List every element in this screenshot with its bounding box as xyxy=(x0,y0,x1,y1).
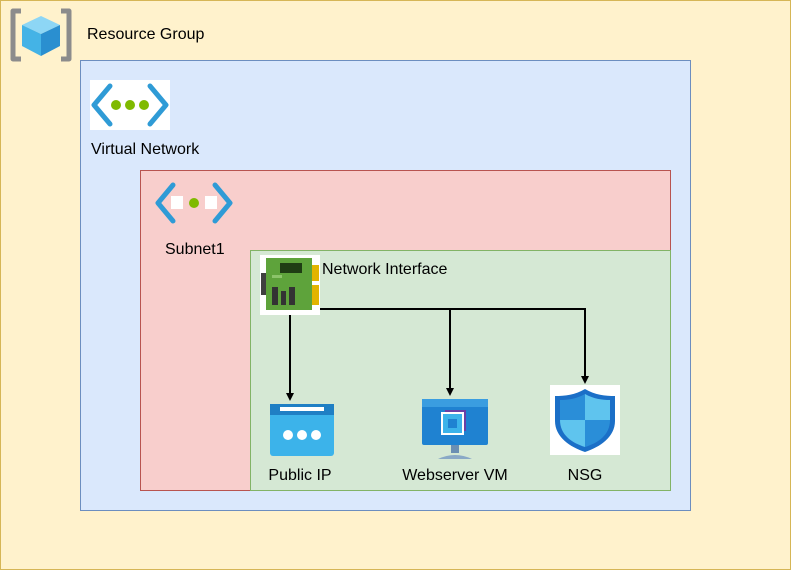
resource-group-icon xyxy=(9,8,73,62)
virtual-network-icon xyxy=(90,80,170,130)
network-interface-icon xyxy=(260,255,320,315)
network-security-group-icon xyxy=(550,385,620,455)
public-ip-label: Public IP xyxy=(268,467,332,484)
nsg-label: NSG xyxy=(567,467,603,484)
subnet-label: Subnet1 xyxy=(165,241,225,258)
network-interface-label: Network Interface xyxy=(322,261,448,278)
virtual-machine-icon xyxy=(420,397,490,461)
virtual-network-label: Virtual Network xyxy=(91,141,200,158)
webserver-vm-label: Webserver VM xyxy=(402,467,508,484)
public-ip-icon xyxy=(268,402,336,458)
resource-group-label: Resource Group xyxy=(87,26,205,43)
connector-nic-nsg xyxy=(450,308,589,384)
connector-nic-vm xyxy=(320,308,454,396)
subnet-icon xyxy=(153,180,235,226)
